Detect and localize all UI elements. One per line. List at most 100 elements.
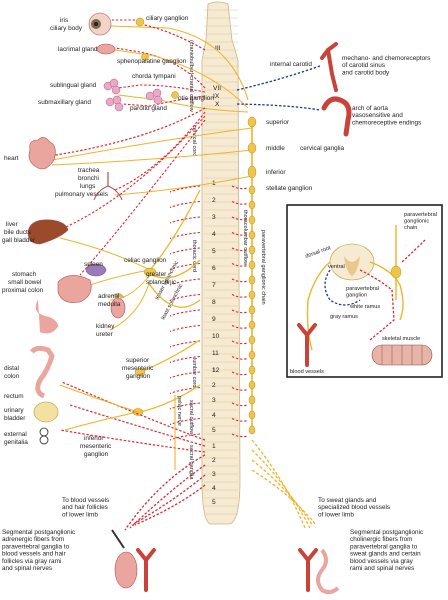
genitalia-label: genitalia [4,439,28,446]
paravertebral-chain-label: paravertebral ganglionic chain [260,230,266,305]
parotid-label: parotid gland [130,105,167,112]
aortic-arch-vessel [321,96,352,137]
lumbar-segment-1: 1 [212,367,216,374]
sweat-gland-illustration [316,548,340,595]
bottom-illustrations [111,529,340,595]
cranial-nerve-VII: VII [213,85,221,92]
thoracic-segment-7: 7 [212,282,216,289]
heart-organ [28,137,56,170]
bronchi-label: bronchi [78,175,99,182]
inset-white-ramus-label: white ramus [349,304,380,310]
splanchnic-label: splanchnic [146,279,177,286]
svg-text:blood vessels via gray: blood vessels via gray [350,558,414,565]
adrenal-label: adrenal [98,293,119,300]
organs [27,12,179,445]
svg-text:paravertebral: paravertebral [346,286,379,292]
svg-text:ganglion: ganglion [346,292,367,298]
svg-text:paravertebral ganglia to: paravertebral ganglia to [350,543,418,550]
svg-text:sweat glands and certain: sweat glands and certain [350,551,421,558]
pelvic-fibers [59,381,206,470]
thoracic-segment-5: 5 [212,248,216,255]
submaxillary-gland-organ [105,95,124,112]
thoracic-segment-4: 4 [212,231,216,238]
distal-colon-organ [29,345,55,399]
ciliary-ganglion-label: ciliary ganglion [146,15,189,22]
mesenteric-label: mesenteric [122,365,154,372]
svg-text:paravertebral ganglia to: paravertebral ganglia to [2,543,70,550]
otic-ganglion-node [171,91,179,99]
spleen-label: spleen [84,261,103,268]
thoracic-segment-2: 2 [212,197,216,204]
rectum-label: rectum [4,393,24,400]
svg-text:blood vessels and hair: blood vessels and hair [2,551,66,558]
sacral-segment-2: 2 [212,457,216,464]
lumbar-segment-4: 4 [212,412,216,419]
right-labels: internal carotid mechano- and chemorecep… [266,55,430,572]
cranial-nerve-III: III [215,45,221,52]
left-labels: iris ciliary body ciliary ganglion lacri… [2,15,214,572]
proximal-colon-label: proximal colon [2,287,44,294]
sacral-outflow-label: sacral outflow [188,400,194,435]
svg-text:Segmental postganglionic: Segmental postganglionic [2,529,76,536]
svg-text:of lower limb: of lower limb [318,511,354,518]
stomach-label: stomach [12,271,37,278]
bile-ducts-label: bile ducts [4,229,31,236]
thoracic-segment-11: 11 [212,350,219,357]
celiac-label: celiac ganglion [124,257,167,264]
sphenopalatine-ganglion-node [141,53,149,61]
svg-text:To sweat glands and: To sweat glands and [318,497,377,504]
bladder-organ [33,401,59,423]
iris-label: iris [60,17,68,24]
sublingual-label: sublingual gland [50,82,97,89]
sphenopalatine-label: sphenopalatine ganglion [117,58,187,65]
cranial-fibers [49,19,253,331]
svg-text:chain: chain [404,225,417,231]
svg-text:chemoreceptive endings: chemoreceptive endings [352,119,421,126]
spinal-cord [201,1,241,525]
spleen-organ [85,263,107,277]
cervical-ganglia-label: cervical ganglia [300,145,344,152]
svg-text:of carotid sinus: of carotid sinus [342,62,385,69]
ganglion-label: ganglion [126,373,151,380]
svg-text:and spinal nerves: and spinal nerves [2,565,52,572]
thoracic-segment-8: 8 [212,299,216,306]
svg-text:and hair follicles: and hair follicles [62,504,108,511]
celiac-ganglion-node [143,267,157,277]
inferior-cervical-label: inferior [266,169,286,176]
sacral-segment-5: 5 [212,499,216,506]
bladder-label: bladder [4,415,26,422]
blood-vessel-right-illustration [298,548,318,592]
svg-text:follicles via gray rami: follicles via gray rami [2,558,61,565]
ciliary-body-label: ciliary body [50,25,83,32]
splanchnic-nerves [132,189,201,416]
svg-text:arch of aorta: arch of aorta [352,105,388,112]
lower-limb-fibers [124,439,317,531]
sacral-ganglia-label: sacral ganglia [188,445,194,480]
eye-organ [88,12,112,36]
ciliary-ganglion-node [135,17,145,27]
thoracolumbar-fibers [169,185,249,441]
liver-label: liver [6,221,19,228]
medulla-label: medulla [98,301,121,308]
cervical-cord-label: cervical cord [191,125,197,156]
cranial-nerve-IX: IX [213,93,220,100]
superior-mesenteric-ganglion-node [134,368,146,376]
ganglion-2-label: ganglion [84,451,109,458]
lacrimal-gland-organ [96,43,116,55]
distal-label: distal [4,365,19,372]
small-bowel-organ [35,299,59,334]
liver-organ [27,219,69,245]
thoracic-segment-12: 12 [212,367,220,374]
thoracic-cord-label: thoracic cord [191,240,197,272]
internal-carotid-label: internal carotid [270,61,312,68]
trachea-label: trachea [78,167,100,174]
svg-text:specialized blood vessels: specialized blood vessels [318,504,390,511]
svg-text:Segmental postganglionic: Segmental postganglionic [350,529,424,536]
